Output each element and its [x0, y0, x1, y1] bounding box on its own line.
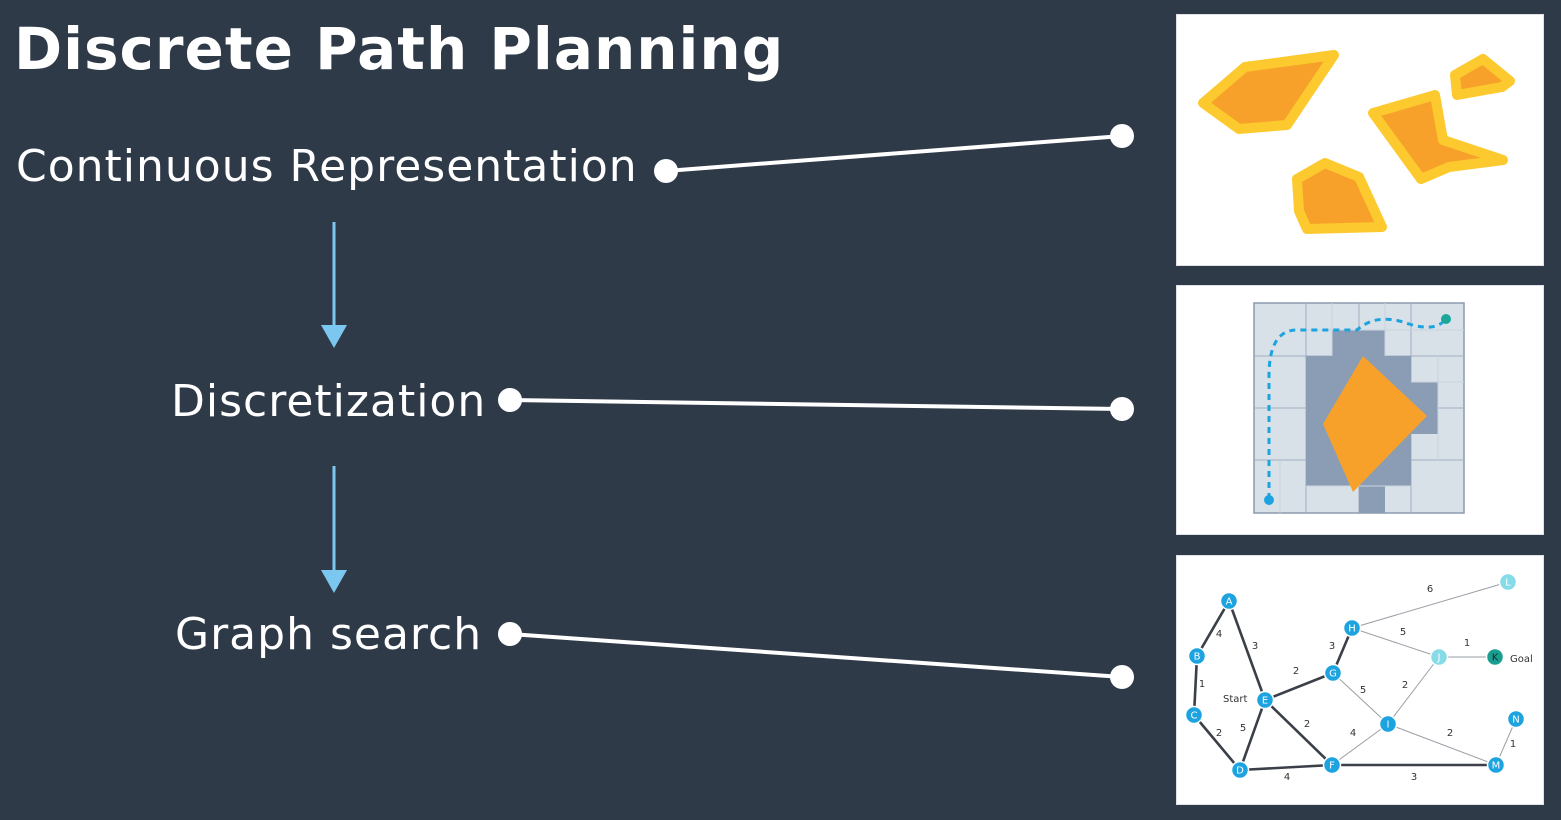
continuous-obstacles-panel	[1176, 14, 1544, 266]
step-discretization: Discretization	[171, 376, 487, 427]
page-title: Discrete Path Planning	[14, 15, 785, 83]
path-start-dot	[1264, 495, 1274, 505]
path-goal-dot	[1441, 314, 1451, 324]
node-label-c: C	[1191, 711, 1198, 722]
edge-weight-j-k: 1	[1464, 638, 1470, 649]
grid-illustration	[1253, 302, 1465, 514]
graph-node-e: E	[1255, 690, 1275, 710]
node-label-d: D	[1236, 766, 1244, 777]
graph-edge-i-j	[1387, 656, 1440, 725]
graph-edge-d-f	[1239, 763, 1333, 772]
graph-edge-f-i	[1331, 723, 1389, 766]
graph-node-j: J	[1429, 647, 1449, 667]
obstacle-4	[1450, 54, 1515, 100]
edge-weight-b-c: 1	[1199, 679, 1205, 690]
down-arrow-1	[321, 222, 347, 348]
node-label-l: L	[1505, 578, 1511, 589]
graph-edge-g-i	[1332, 672, 1389, 725]
graph-node-h: H	[1342, 618, 1362, 638]
graph-edge-a-e	[1227, 600, 1267, 701]
discretized-obstacle	[1323, 356, 1427, 492]
node-label-i: I	[1387, 720, 1390, 731]
node-label-e: E	[1262, 696, 1268, 707]
graph-node-i: I	[1378, 714, 1398, 734]
discretization-grid-panel	[1176, 285, 1544, 535]
node-label-n: N	[1512, 715, 1519, 726]
graph-node-f: F	[1322, 755, 1342, 775]
node-label-g: G	[1329, 669, 1337, 680]
connector-2	[498, 388, 1134, 421]
edge-weight-c-d: 2	[1216, 728, 1222, 739]
obstacle-1	[1198, 50, 1339, 134]
graph-node-m: M	[1486, 755, 1506, 775]
node-label-f: F	[1329, 761, 1335, 772]
step-continuous-representation: Continuous Representation	[16, 141, 638, 192]
graph-node-g: G	[1323, 663, 1343, 683]
graph-edge-d-e	[1238, 699, 1267, 771]
edge-weight-e-g: 2	[1293, 666, 1299, 677]
edge-weight-e-f: 2	[1304, 719, 1310, 730]
edge-weight-a-b: 4	[1216, 629, 1222, 640]
node-label-h: H	[1348, 624, 1356, 635]
down-arrow-2	[321, 466, 347, 593]
obstacles-illustration	[1198, 50, 1515, 234]
edge-weight-d-f: 4	[1284, 772, 1290, 783]
step-graph-search: Graph search	[175, 609, 483, 660]
graph-node-a: A	[1219, 591, 1239, 611]
obstacle-2	[1292, 158, 1387, 234]
node-label-k: K	[1492, 653, 1499, 664]
obstacle-3	[1368, 90, 1508, 184]
node-label-b: B	[1194, 652, 1201, 663]
edge-weight-g-i: 5	[1360, 685, 1366, 696]
edge-weight-g-h: 3	[1329, 641, 1335, 652]
graph-node-b: B	[1187, 646, 1207, 666]
connector-1	[654, 124, 1134, 183]
edge-weight-d-e: 5	[1240, 723, 1246, 734]
edge-weight-h-l: 6	[1427, 584, 1433, 595]
connector-3	[498, 622, 1134, 689]
graph-edge-i-m	[1387, 723, 1497, 766]
node-label-a: A	[1226, 597, 1233, 608]
graph-node-k: K	[1485, 647, 1505, 667]
goal-label: Goal	[1510, 654, 1533, 665]
start-label: Start	[1223, 694, 1248, 705]
edge-weight-m-n: 1	[1510, 739, 1516, 750]
graph-edge-c-d	[1193, 714, 1241, 771]
graph-edge-e-g	[1264, 671, 1334, 702]
graph-edge-a-b	[1195, 600, 1231, 657]
graph-node-d: D	[1230, 760, 1250, 780]
node-label-j: J	[1437, 653, 1441, 664]
edge-weight-f-i: 4	[1350, 728, 1356, 739]
graph-node-n: N	[1506, 709, 1526, 729]
graph-edge-h-j	[1351, 627, 1440, 658]
edge-weight-f-m: 3	[1411, 772, 1417, 783]
graph-edge-b-c	[1192, 655, 1199, 716]
edge-weight-a-e: 3	[1252, 641, 1258, 652]
graph-edge-h-l	[1351, 581, 1509, 629]
graph-node-c: C	[1184, 705, 1204, 725]
edge-weight-h-j: 5	[1400, 627, 1406, 638]
graph-node-l: L	[1498, 572, 1518, 592]
graph-edge-e-f	[1264, 699, 1333, 766]
node-label-m: M	[1492, 761, 1501, 772]
edge-weight-i-j: 2	[1402, 680, 1408, 691]
edge-weight-i-m: 2	[1447, 728, 1453, 739]
